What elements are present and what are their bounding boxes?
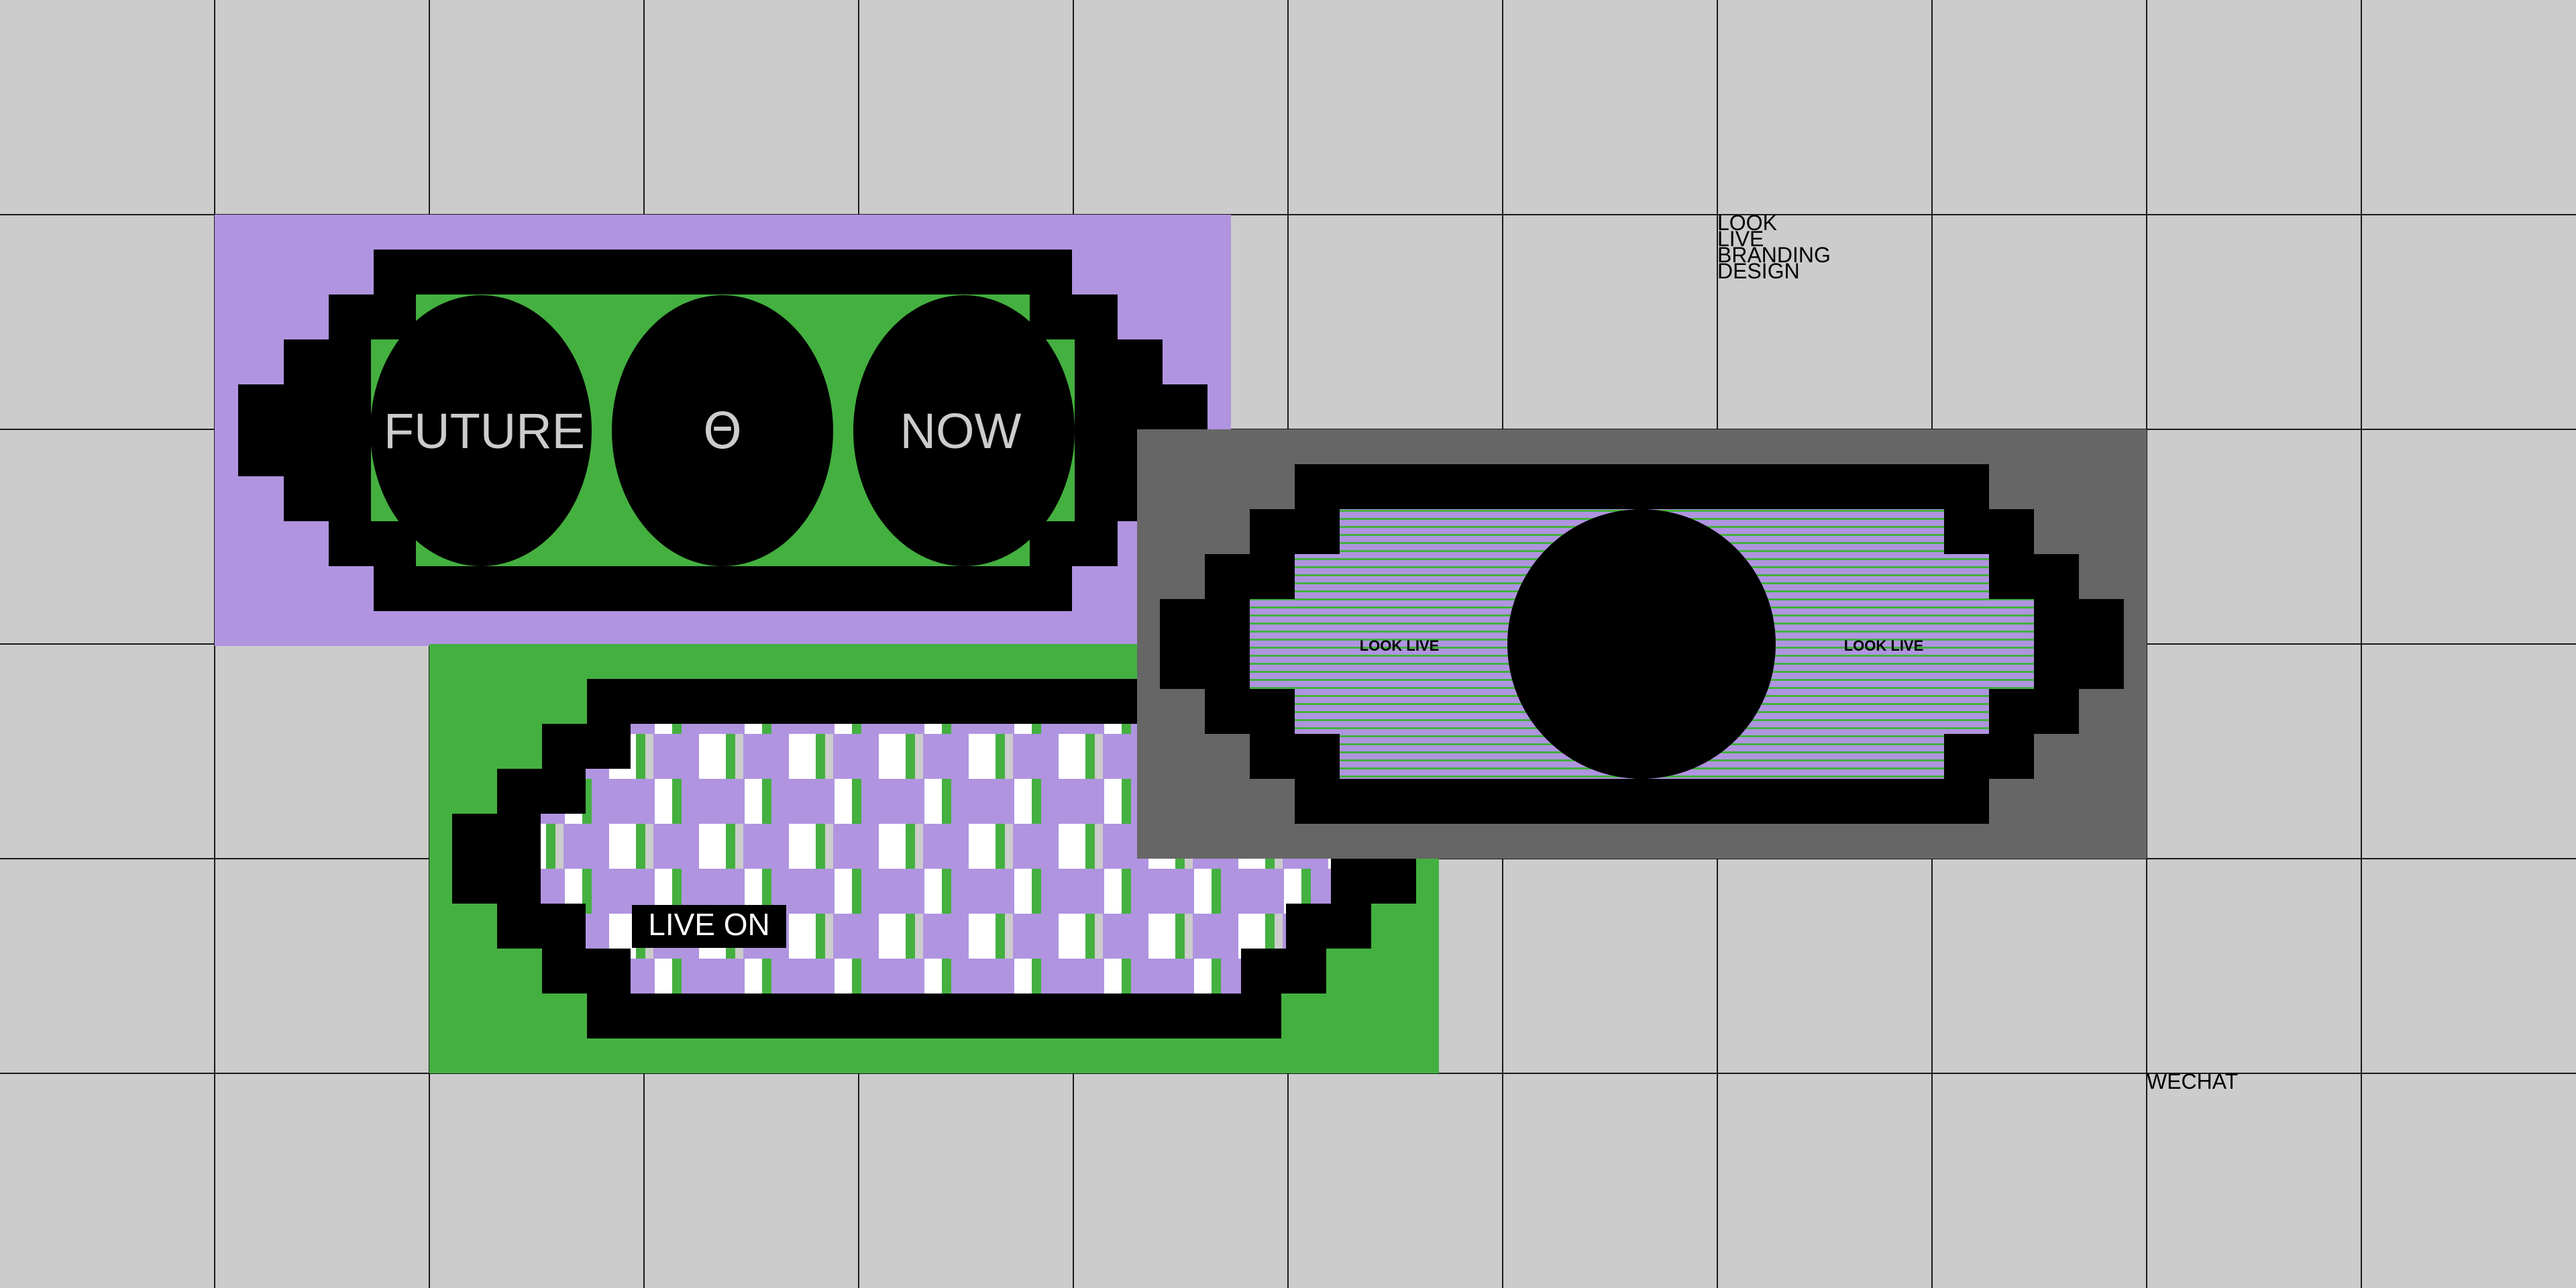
future-text: FUTURE [384,403,585,459]
theta-symbol: Θ [703,402,742,460]
top-notch [1635,504,1648,515]
bottom-notch [1635,773,1648,784]
center-circle [1507,509,1776,779]
live-on-label: LIVE ON [648,907,770,942]
left-circle [370,295,592,566]
branding-line: DESIGN [1717,259,1800,283]
future-now-card: FUTURE Θ NOW [215,215,1231,646]
right-circle [853,295,1075,566]
center-circle [612,295,833,566]
look-live-right-label: LOOK LIVE [1844,637,1924,654]
wechat-link[interactable]: WECHAT [2147,1069,2239,1093]
branding-line: LOOK [1717,211,1777,235]
branding-line: BRANDING [1717,243,1831,267]
now-text: NOW [900,403,1022,459]
live-on-label-bg [632,905,786,948]
branding-caption: LOOK LIVE BRANDING DESIGN [1717,211,1831,283]
look-live-card: LOOK LIVE LOOK LIVE [1137,429,2147,859]
look-live-left-label: LOOK LIVE [1360,637,1440,654]
branding-line: LIVE [1717,227,1764,251]
